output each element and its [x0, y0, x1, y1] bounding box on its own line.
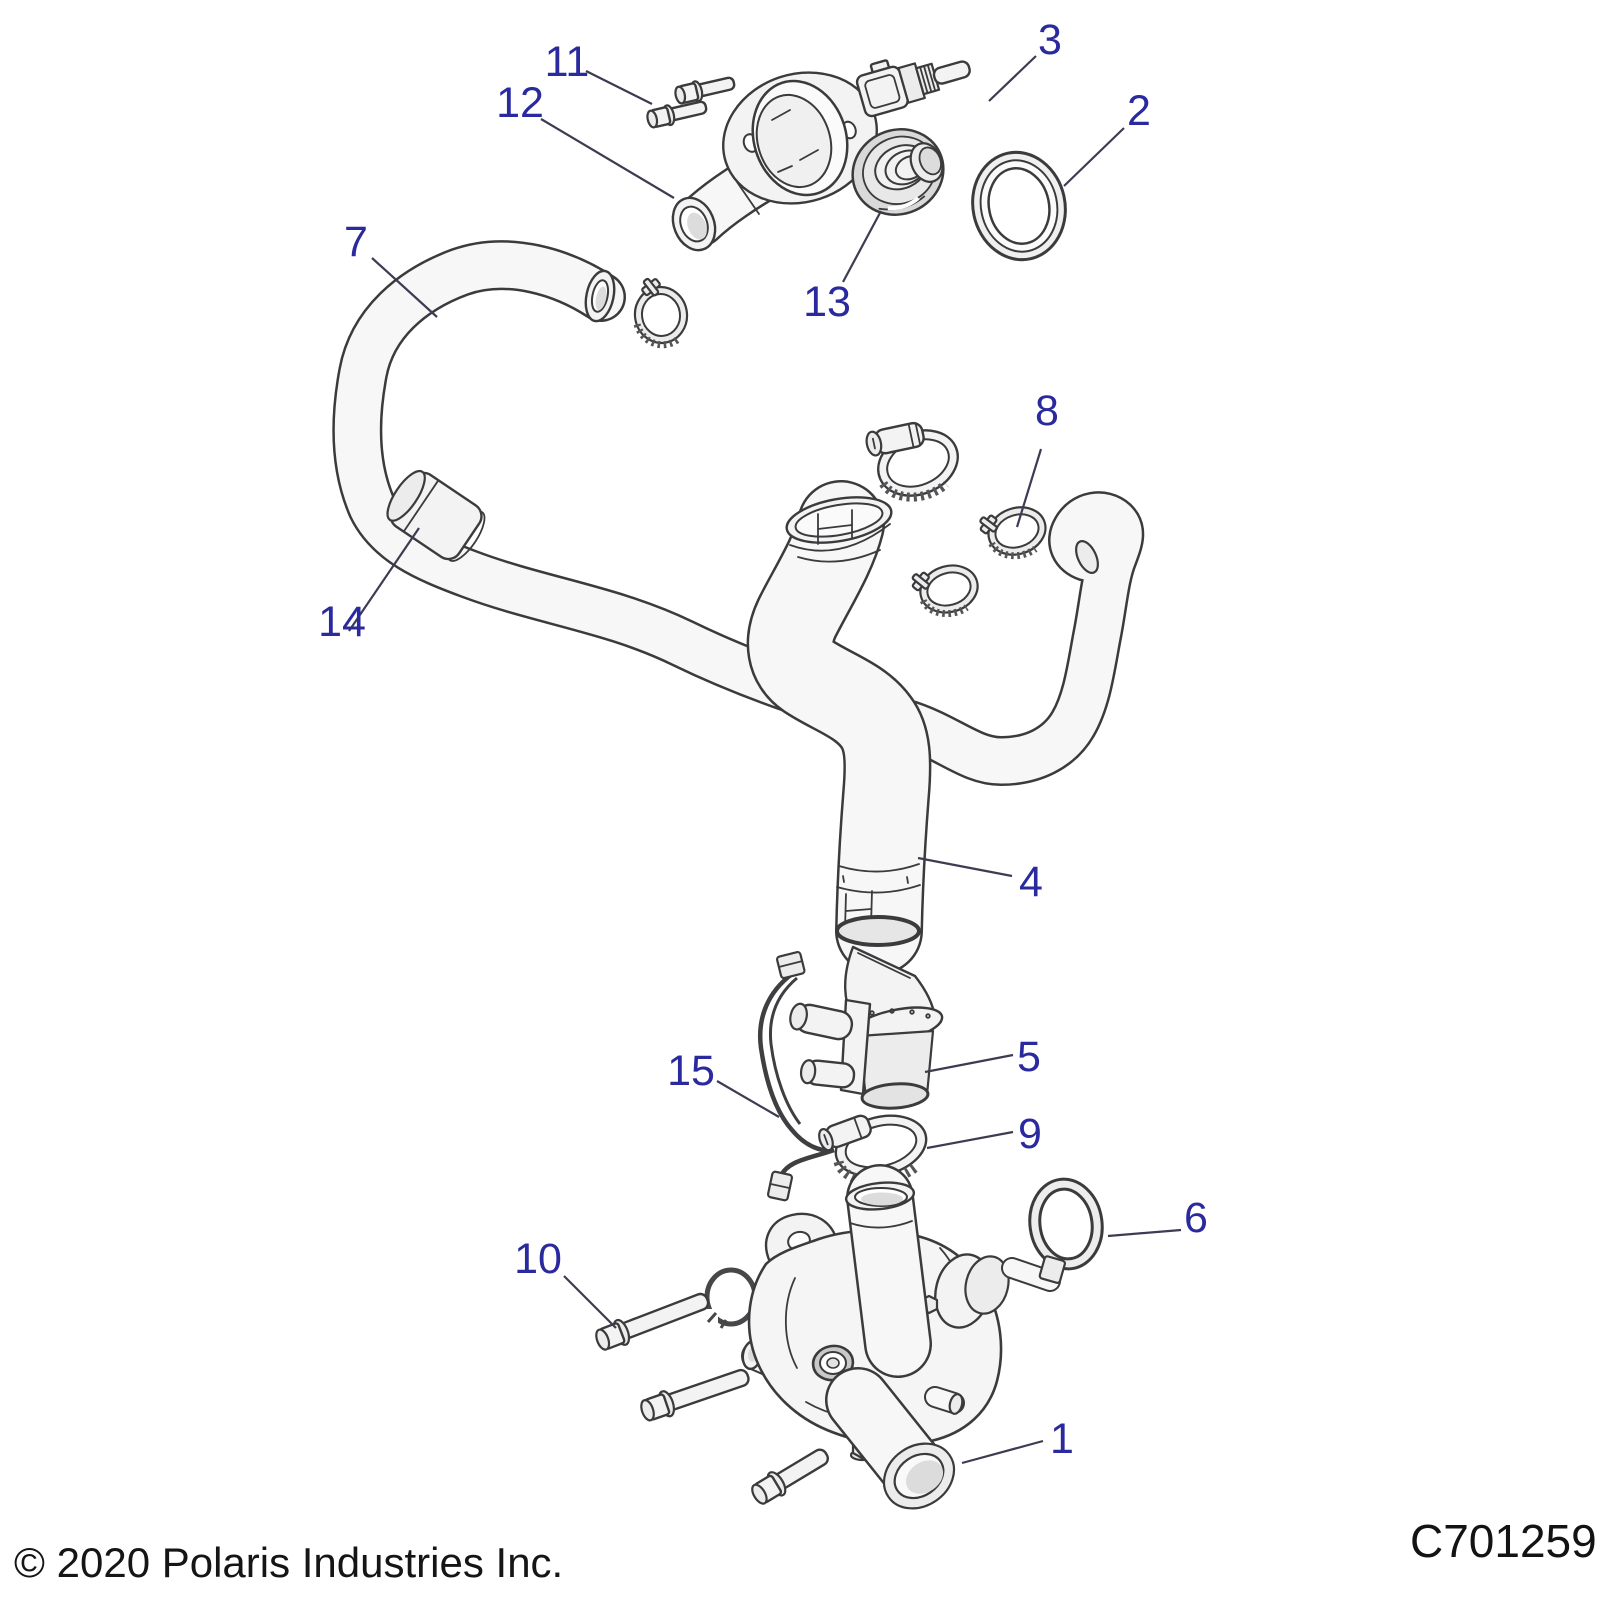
part-13-thermostat-drawing — [851, 128, 945, 216]
callout-15-leader — [716, 1080, 780, 1118]
spring-clamp-ring-drawing — [703, 1267, 758, 1329]
callout-12-leader — [540, 118, 675, 199]
part-10-bolts-drawing — [595, 1292, 830, 1505]
callout-14-label: 14 — [318, 598, 366, 646]
callout-7-leader — [371, 257, 438, 318]
callout-9-label: 9 — [1018, 1110, 1042, 1158]
callout-3-leader — [988, 55, 1037, 102]
callout-1-label: 1 — [1050, 1415, 1074, 1463]
callout-6-leader — [1107, 1228, 1182, 1238]
callout-11-label: 11 — [545, 38, 590, 86]
part-1-water-pump-drawing — [741, 1164, 1066, 1510]
part-11-screws-drawing — [646, 76, 736, 129]
callout-4-label: 4 — [1019, 858, 1043, 906]
callout-5-leader — [924, 1053, 1014, 1074]
callout-2-leader — [1063, 127, 1125, 187]
part-9-worm-clamp-drawing — [818, 1114, 928, 1187]
callout-15-label: 15 — [667, 1047, 715, 1095]
callout-10-label: 10 — [514, 1235, 562, 1283]
part-4-outlet-hose-drawing — [746, 480, 932, 975]
callout-7-label: 7 — [344, 218, 368, 266]
callout-9-leader — [926, 1130, 1014, 1150]
callout-13-leader — [842, 210, 882, 283]
part-6-oring-drawing — [1028, 1177, 1104, 1271]
callout-5-label: 5 — [1017, 1033, 1041, 1081]
part-2-seal-drawing — [971, 150, 1067, 262]
callout-6-label: 6 — [1184, 1194, 1208, 1242]
hose-clamp-small-left-drawing — [633, 277, 689, 349]
callout-8-leader — [1015, 448, 1043, 528]
callout-3-label: 3 — [1038, 16, 1062, 64]
callout-4-leader — [917, 856, 1013, 878]
worm-clamp-top-drawing — [865, 421, 959, 502]
callout-13-label: 13 — [803, 278, 851, 326]
part-12-thermostat-housing-drawing — [671, 71, 878, 252]
callout-2-label: 2 — [1127, 87, 1151, 135]
callout-8-label: 8 — [1035, 387, 1059, 435]
part-8-hose-clamps-drawing — [911, 506, 1047, 618]
figure-code: C701259 — [1410, 1515, 1597, 1567]
part-3-temp-sensor-drawing — [855, 59, 971, 118]
callout-11-leader — [585, 70, 653, 105]
copyright-text: © 2020 Polaris Industries Inc. — [14, 1539, 563, 1586]
callout-14-leader — [348, 527, 420, 632]
part-15-harness-drawing — [757, 950, 872, 1202]
callout-12-label: 12 — [496, 79, 544, 127]
callout-10-leader — [563, 1275, 617, 1329]
line-art-layer — [332, 59, 1145, 1510]
part-5-elbow-fitting-drawing — [844, 945, 944, 1110]
callout-1-leader — [961, 1439, 1044, 1465]
